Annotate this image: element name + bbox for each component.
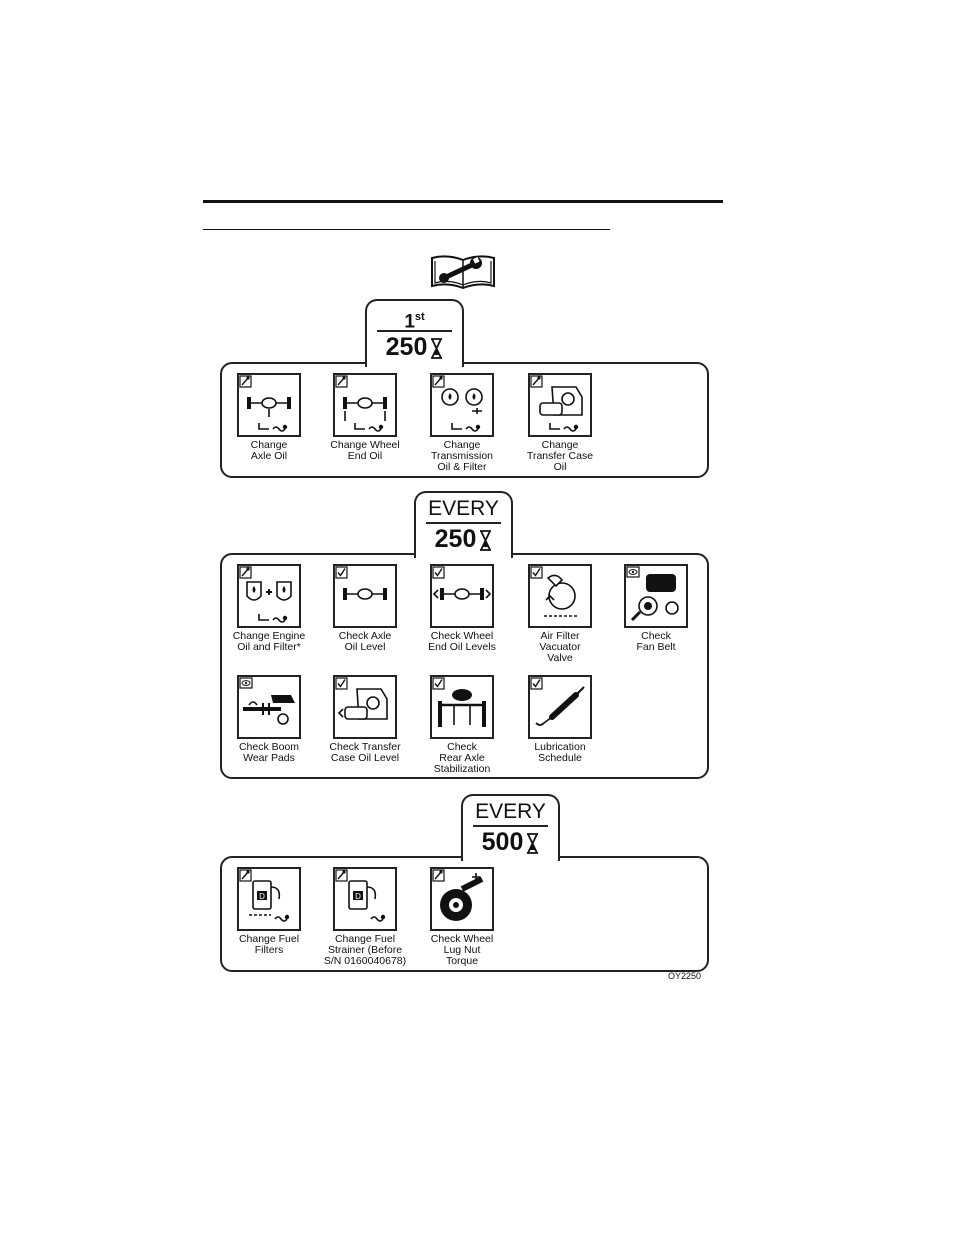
task-tile: D Change Fuel Strainer (Before S/N 01600… [317, 867, 413, 967]
hourglass-icon [480, 529, 492, 551]
task-label: Air Filter Vacuator Valve [539, 630, 581, 664]
hourglass-icon [527, 832, 539, 854]
task-tile: Change Axle Oil [221, 373, 317, 462]
task-tile: Change Transfer Case Oil [512, 373, 608, 473]
fan-belt-icon [624, 564, 688, 628]
hourglass-icon [431, 337, 443, 359]
top-rule [203, 200, 723, 203]
task-label: Change Fuel Strainer (Before S/N 0160040… [323, 933, 407, 967]
tab-hours: 500 [471, 829, 550, 855]
rear-axle-stabilization-icon [430, 675, 494, 739]
task-tile: Check Fan Belt [608, 564, 704, 653]
task-label: Check Transfer Case Oil Level [329, 741, 401, 764]
task-label: Change Transfer Case Oil [526, 439, 594, 473]
task-label: Lubrication Schedule [534, 741, 586, 764]
task-tile: Check Wheel End Oil Levels [414, 564, 510, 653]
task-tile: Check Transfer Case Oil Level [317, 675, 413, 764]
fuel-filter-icon: D [237, 867, 301, 931]
fuel-strainer-icon: D [333, 867, 397, 931]
interval-tab-every-500: EVERY 500 [461, 794, 560, 861]
task-label: Check Wheel Lug Nut Torque [430, 933, 494, 967]
tab-hours: 250 [375, 334, 454, 360]
sub-rule [203, 229, 610, 230]
tab-ordinal: 1st [404, 311, 425, 333]
task-label: Check Axle Oil Level [338, 630, 392, 653]
task-label: Check Boom Wear Pads [238, 741, 300, 764]
transfer-case-drain-icon [528, 373, 592, 437]
task-tile: Check Boom Wear Pads [221, 675, 317, 764]
transfer-case-level-icon [333, 675, 397, 739]
service-manual-icon [430, 252, 496, 292]
tab-hours: 250 [424, 526, 503, 552]
lug-nut-torque-icon [430, 867, 494, 931]
figure-id: OY2250 [668, 971, 702, 981]
svg-text:D: D [259, 892, 265, 901]
task-label: Check Wheel End Oil Levels [428, 630, 496, 653]
task-label: Change Wheel End Oil [330, 439, 400, 462]
task-label: Check Fan Belt [636, 630, 676, 653]
axle-drain-icon [237, 373, 301, 437]
task-label: Change Engine Oil and Filter* [232, 630, 306, 653]
engine-oil-filter-icon [237, 564, 301, 628]
task-tile: Change Engine Oil and Filter* [221, 564, 317, 653]
task-tile: D Change Fuel Filters [221, 867, 317, 956]
task-label: Change Axle Oil [250, 439, 288, 462]
grease-gun-icon [528, 675, 592, 739]
interval-tab-every-250: EVERY 250 [414, 491, 513, 558]
task-label: Check Rear Axle Stabilization [433, 741, 491, 775]
tab-every-label: EVERY [475, 800, 546, 823]
wheel-end-drain-icon [333, 373, 397, 437]
boom-wear-pads-icon [237, 675, 301, 739]
wheel-end-level-icon [430, 564, 494, 628]
task-tile: Check Rear Axle Stabilization [414, 675, 510, 775]
task-tile: Lubrication Schedule [512, 675, 608, 764]
vacuator-valve-icon [528, 564, 592, 628]
task-tile: Change Transmission Oil & Filter [414, 373, 510, 473]
task-tile: Check Axle Oil Level [317, 564, 413, 653]
tab-every-label: EVERY [428, 497, 499, 520]
task-tile: Air Filter Vacuator Valve [512, 564, 608, 664]
interval-tab-first-250: 1st 250 [365, 299, 464, 367]
transmission-drain-icon [430, 373, 494, 437]
task-label: Change Transmission Oil & Filter [430, 439, 494, 473]
task-label: Change Fuel Filters [238, 933, 300, 956]
axle-level-icon [333, 564, 397, 628]
svg-text:D: D [355, 892, 361, 901]
task-tile: Check Wheel Lug Nut Torque [414, 867, 510, 967]
task-tile: Change Wheel End Oil [317, 373, 413, 462]
